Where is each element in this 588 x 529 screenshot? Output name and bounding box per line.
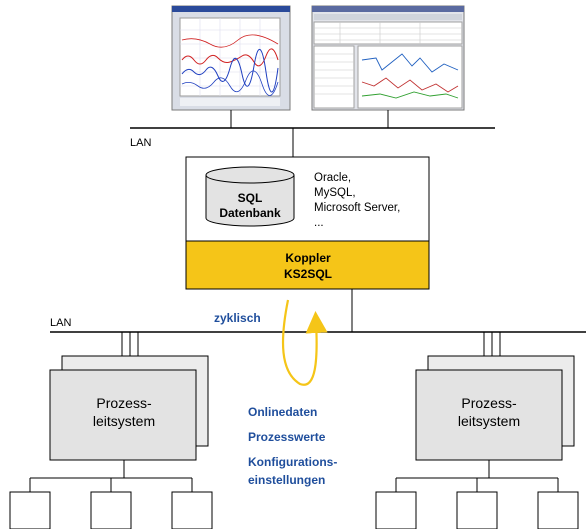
flow-item-prozesswerte: Prozesswerte	[248, 430, 326, 444]
db-title-line1: SQL	[238, 191, 263, 205]
coupler-box	[185, 240, 430, 290]
right-system-line1: Prozess-	[461, 395, 517, 411]
lan-bottom-label: LAN	[50, 317, 71, 329]
database-cylinder-icon	[205, 166, 295, 227]
cycle-label: zyklisch	[214, 311, 261, 325]
field-device-right-2	[456, 491, 498, 529]
field-device-right-3	[537, 491, 579, 529]
chart-screenshot-left	[171, 5, 291, 111]
flow-item-onlinedaten: Onlinedaten	[248, 405, 317, 419]
left-process-system	[49, 332, 209, 461]
flow-item-konfiguration-1: Konfigurations-	[248, 455, 337, 469]
coupler-line1: Koppler	[285, 251, 331, 265]
left-system-line2: leitsystem	[93, 413, 155, 429]
db-list-item-oracle: Oracle,	[314, 172, 351, 184]
flow-item-konfiguration-2: einstellungen	[248, 473, 325, 487]
lan-top-label: LAN	[130, 137, 151, 149]
coupler-line2: KS2SQL	[284, 267, 332, 281]
field-device-left-1	[9, 491, 51, 529]
right-system-line2: leitsystem	[458, 413, 520, 429]
db-list-item-mysql: MySQL,	[314, 187, 356, 199]
field-device-left-2	[90, 491, 132, 529]
right-process-system	[415, 332, 575, 461]
db-list-item-more: ...	[314, 217, 324, 229]
db-list-item-mssql: Microsoft Server,	[314, 202, 400, 214]
cycle-arrow	[281, 299, 328, 386]
field-device-right-1	[375, 491, 417, 529]
table-screenshot-right	[311, 5, 465, 111]
left-system-line1: Prozess-	[96, 395, 152, 411]
db-title-line2: Datenbank	[219, 206, 281, 220]
field-device-left-3	[171, 491, 213, 529]
